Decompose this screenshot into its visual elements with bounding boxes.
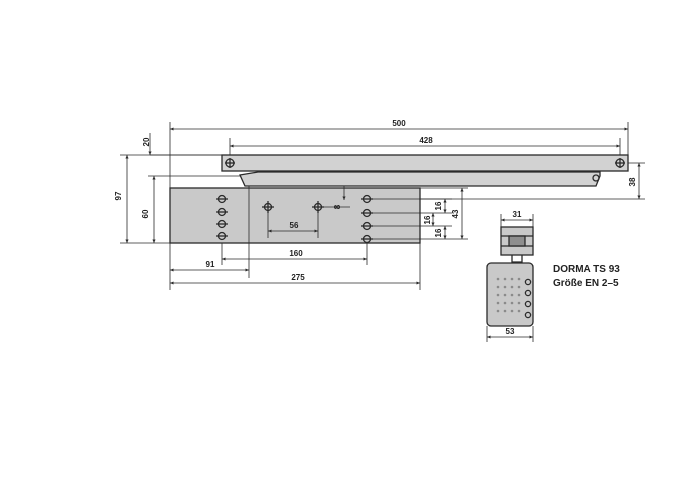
dim-v-spacing-mid: 16 [423, 215, 432, 224]
dim-hole-offset: 8 [333, 204, 342, 209]
dim-v-total: 43 [451, 209, 460, 218]
dim-side-depth: 53 [506, 327, 515, 336]
closer-arm [239, 171, 601, 187]
side-hole-grid [496, 277, 521, 313]
dim-rail-height: 38 [628, 177, 637, 186]
dim-v-spacing-top: 16 [434, 201, 443, 210]
side-dimension-lines [486, 214, 534, 342]
dim-body-height: 60 [141, 209, 150, 218]
dim-hole-spacing: 56 [290, 221, 299, 230]
closer-body [169, 187, 421, 244]
dim-rail-length: 428 [419, 136, 433, 145]
product-name: DORMA TS 93 [553, 264, 620, 275]
slide-rail [221, 154, 629, 172]
mounting-holes-middle [262, 201, 324, 213]
dim-hole-width: 160 [289, 249, 303, 258]
product-size-label: Größe EN 2–5 [553, 278, 619, 289]
side-view [486, 226, 534, 327]
dim-overall-length: 500 [392, 119, 406, 128]
dim-total-height: 97 [114, 191, 123, 200]
side-screws [524, 278, 532, 319]
dimension-lines [120, 122, 645, 290]
mounting-holes-right [361, 194, 373, 244]
mounting-holes-left [216, 194, 228, 241]
dim-body-length: 275 [291, 273, 305, 282]
dim-left-offset: 91 [206, 260, 215, 269]
dim-v-spacing-low: 16 [434, 228, 443, 237]
dim-rail-offset: 20 [142, 137, 151, 146]
dim-side-width: 31 [513, 210, 522, 219]
front-view [169, 154, 629, 244]
